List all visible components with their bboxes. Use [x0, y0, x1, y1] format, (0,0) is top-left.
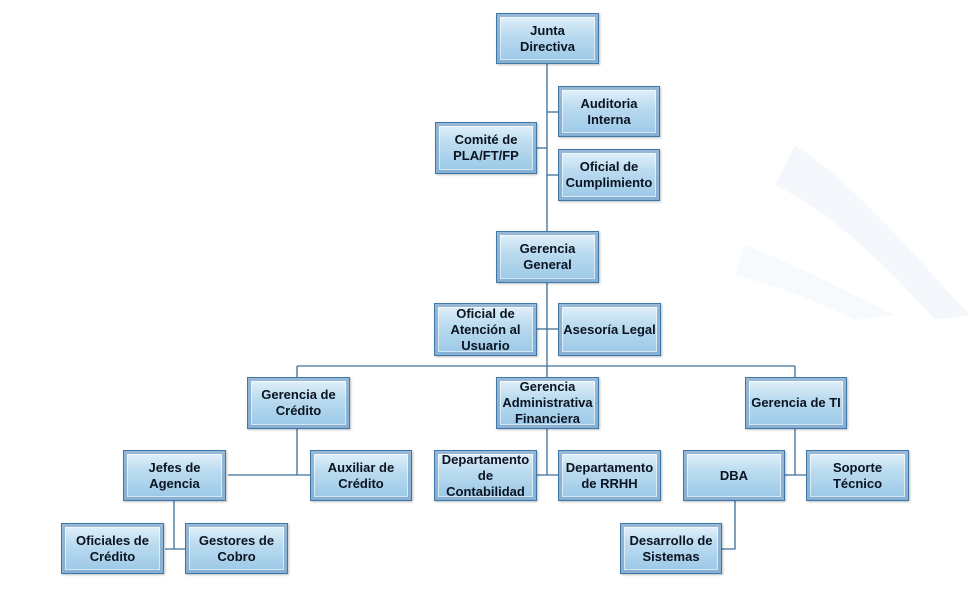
node-gerencia-administrativa-financiera-label: Gerencia Administrativa Financiera: [502, 379, 593, 426]
node-departamento-contabilidad: Departamento de Contabilidad: [434, 450, 537, 501]
node-departamento-contabilidad-label: Departamento de Contabilidad: [441, 451, 530, 499]
node-auditoria-interna: Auditoria Interna: [558, 86, 660, 137]
node-departamento-rrhh-label: Departamento de RRHH: [565, 459, 654, 491]
node-dba: DBA: [683, 450, 785, 501]
node-dba-label: DBA: [719, 467, 749, 483]
node-gestores-cobro-label: Gestores de Cobro: [198, 532, 275, 564]
background-swoosh-decoration: [735, 145, 970, 320]
node-gerencia-ti: Gerencia de TI: [745, 377, 847, 429]
node-asesoria-legal-label: Asesoría Legal: [563, 321, 656, 337]
node-auxiliar-credito: Auxiliar de Crédito: [310, 450, 412, 501]
node-jefes-agencia: Jefes de Agencia: [123, 450, 226, 501]
node-oficial-cumplimiento-label: Oficial de Cumplimiento: [565, 159, 653, 190]
node-soporte-tecnico: Soporte Técnico: [806, 450, 909, 501]
node-auditoria-interna-label: Auditoria Interna: [580, 95, 638, 127]
node-jefes-agencia-label: Jefes de Agencia: [148, 459, 201, 491]
node-gerencia-credito: Gerencia de Crédito: [247, 377, 350, 429]
connector-dba-down: [720, 501, 736, 550]
node-gerencia-ti-label: Gerencia de TI: [751, 395, 841, 410]
node-oficiales-credito-label: Oficiales de Crédito: [76, 532, 149, 564]
node-gerencia-administrativa-financiera: Gerencia Administrativa Financiera: [496, 377, 599, 429]
node-junta-directiva-label: Junta Directiva: [520, 22, 575, 54]
node-oficiales-credito: Oficiales de Crédito: [61, 523, 164, 574]
node-auxiliar-credito-label: Auxiliar de Crédito: [327, 459, 395, 491]
node-departamento-rrhh: Departamento de RRHH: [558, 450, 661, 501]
node-oficial-atencion-usuario-label: Oficial de Atención al Usuario: [450, 305, 521, 353]
node-gerencia-credito-label: Gerencia de Crédito: [261, 387, 336, 418]
node-oficial-atencion-usuario: Oficial de Atención al Usuario: [434, 303, 537, 356]
node-gerencia-general-label: Gerencia General: [519, 241, 576, 272]
node-comite-pla: Comité de PLA/FT/FP: [435, 122, 537, 174]
node-oficial-cumplimiento: Oficial de Cumplimiento: [558, 149, 660, 201]
node-desarrollo-sistemas: Desarrollo de Sistemas: [620, 523, 722, 574]
node-asesoria-legal: Asesoría Legal: [558, 303, 661, 356]
node-junta-directiva: Junta Directiva: [496, 13, 599, 64]
node-gestores-cobro: Gestores de Cobro: [185, 523, 288, 574]
node-soporte-tecnico-label: Soporte Técnico: [832, 459, 883, 491]
node-gerencia-general: Gerencia General: [496, 231, 599, 283]
node-desarrollo-sistemas-label: Desarrollo de Sistemas: [629, 532, 713, 564]
node-comite-pla-label: Comité de PLA/FT/FP: [453, 132, 519, 163]
